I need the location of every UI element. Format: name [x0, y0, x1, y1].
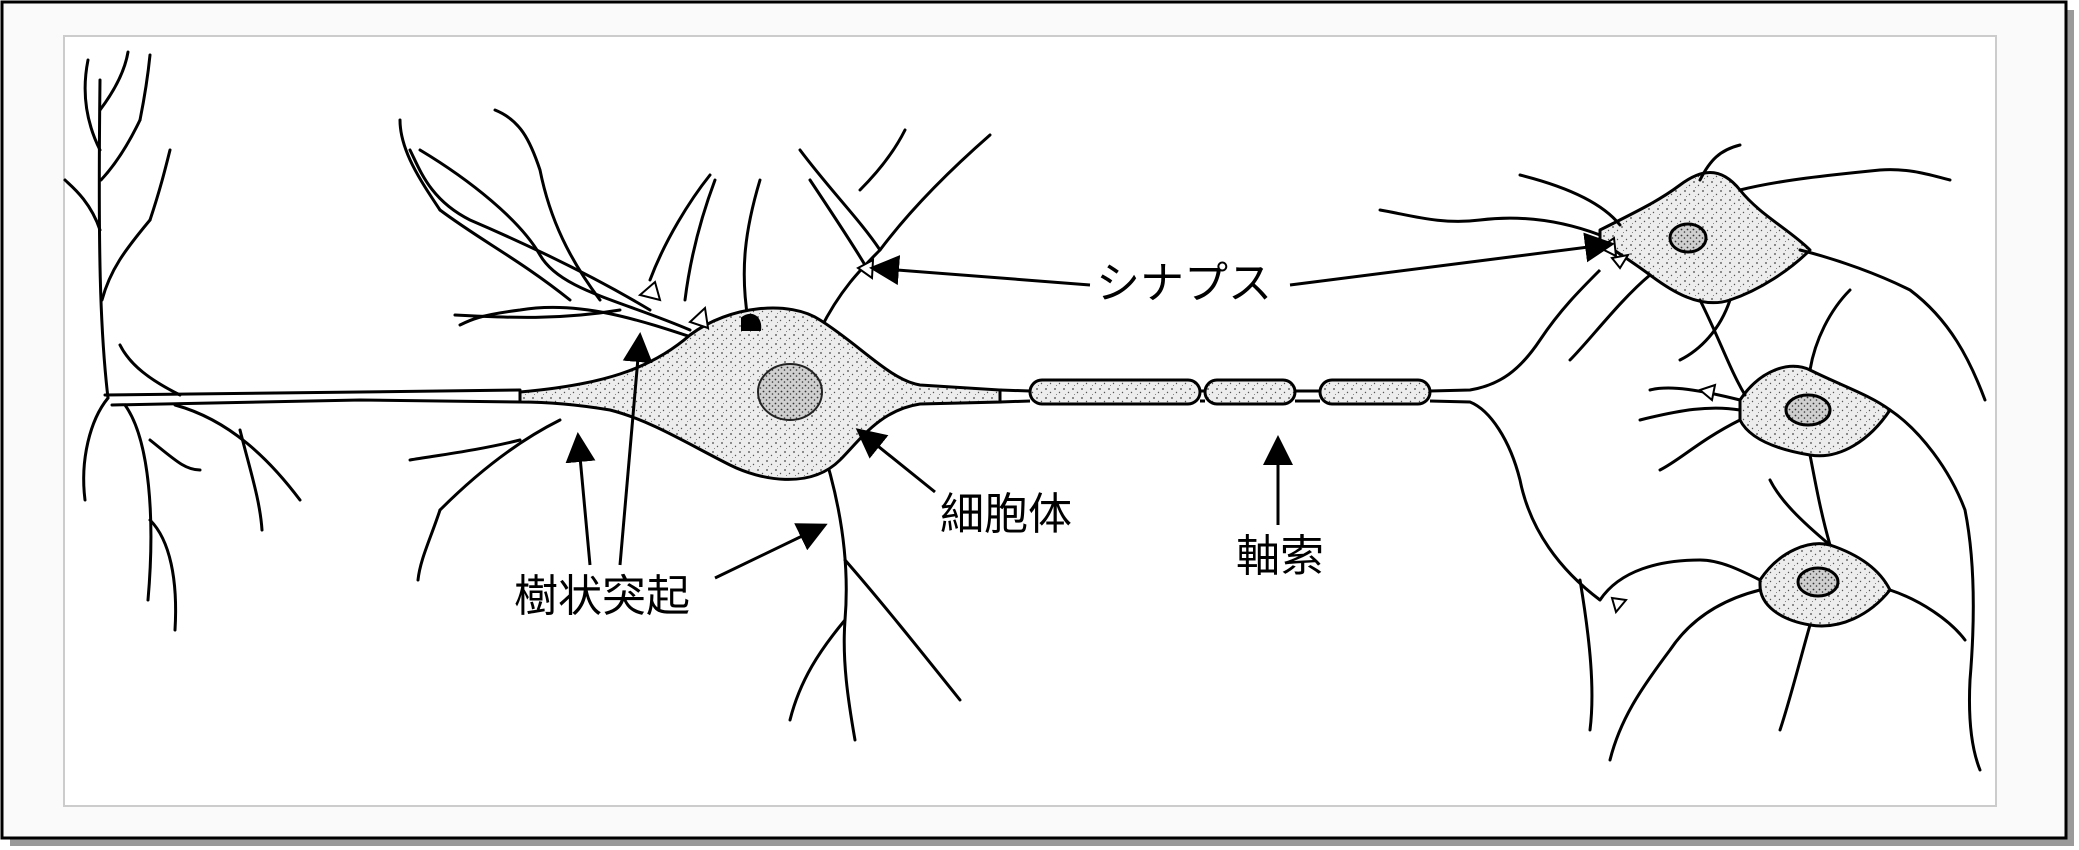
inner-panel — [63, 35, 1997, 807]
label-synapse: シナプス — [1096, 258, 1272, 309]
left-dendrite-tree — [63, 50, 522, 632]
nucleus — [757, 363, 823, 421]
arrow-synapse-left — [869, 255, 1091, 287]
label-axon: 軸索 — [1236, 531, 1324, 582]
myelin-sheath-3 — [1318, 378, 1432, 406]
myelin-sheath-1 — [1028, 378, 1202, 406]
arrow-dendrite-3 — [714, 523, 828, 580]
target-neuron-processes — [1378, 143, 1987, 772]
myelin-sheath-2 — [1203, 378, 1297, 406]
target-nucleus-1 — [1668, 222, 1708, 254]
arrow-dendrite-2 — [618, 332, 653, 566]
target-nucleus-3 — [1796, 566, 1840, 598]
arrow-dendrite-1 — [565, 432, 596, 566]
arrow-synapse-right — [1289, 232, 1615, 287]
label-dendrite: 樹状突起 — [514, 571, 690, 622]
myelin-sheaths — [1028, 378, 1432, 406]
label-cell-body: 細胞体 — [940, 489, 1072, 540]
label-arrows — [565, 232, 1615, 580]
incoming-axon-terminals — [648, 173, 867, 322]
cell-dendrites — [398, 108, 992, 742]
arrow-cell-body — [855, 428, 936, 494]
axon — [999, 268, 1602, 602]
target-nucleus-2 — [1784, 393, 1832, 427]
